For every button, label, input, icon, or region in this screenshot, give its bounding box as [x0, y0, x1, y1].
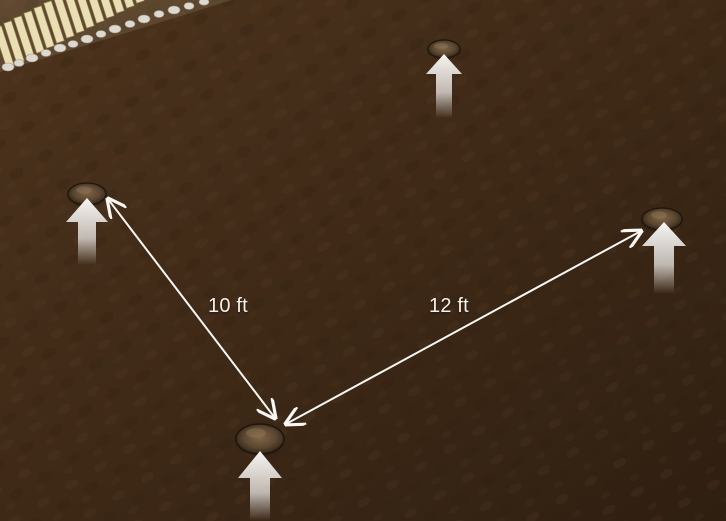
distance-label-10ft: 10 ft — [208, 295, 248, 317]
planting-hole-icon — [67, 182, 107, 206]
up-arrow-icon — [426, 54, 462, 118]
double-headed-arrow-icon — [286, 231, 641, 424]
up-arrow-icon — [66, 198, 108, 265]
up-arrow-icon — [642, 222, 686, 294]
picket-fence-icon — [0, 0, 232, 72]
up-arrow-icon — [238, 451, 282, 521]
planting-hole-icon — [641, 207, 683, 231]
double-headed-arrow-icon — [108, 199, 275, 418]
planting-hole-icon — [235, 423, 285, 455]
distance-label-12ft: 12 ft — [429, 295, 469, 317]
